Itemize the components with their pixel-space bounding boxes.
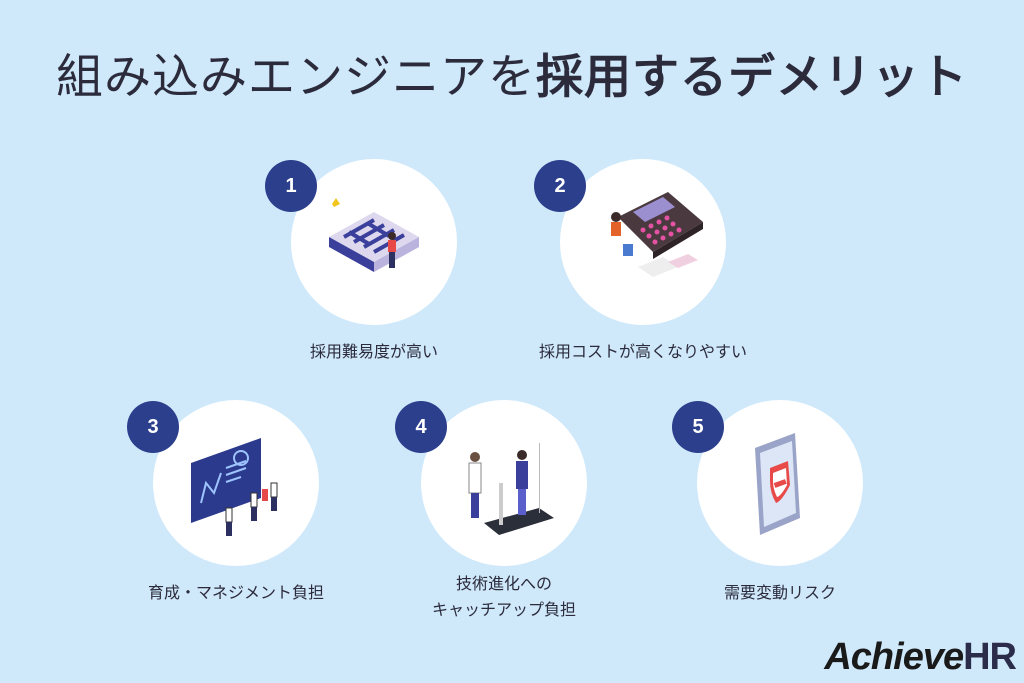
page-title: 組み込みエンジニアを採用するデメリット (56, 50, 968, 105)
item-2-illustration (560, 159, 726, 325)
achievehr-logo: AchieveHR (824, 636, 1017, 678)
item-4-label: 技術進化への キャッチアップ負担 (431, 574, 576, 619)
treadmill-icon (468, 443, 554, 535)
item-5-illustration (697, 400, 863, 566)
presentation-board-icon (191, 438, 278, 536)
item-4-number-badge: 4 (395, 401, 447, 453)
item-3-label: 育成・マネジメント負担 (147, 583, 324, 602)
phone-shield-icon (755, 433, 800, 535)
item-1-illustration (291, 159, 457, 325)
item-4-illustration (421, 400, 587, 566)
maze-icon (329, 198, 419, 272)
item-2-number-badge: 2 (534, 160, 586, 212)
item-3-number-badge: 3 (127, 401, 179, 453)
item-2-label: 採用コストが高くなりやすい (538, 342, 747, 361)
calculator-icon (611, 192, 703, 277)
item-3-illustration (153, 400, 319, 566)
item-5-number-badge: 5 (672, 401, 724, 453)
item-1-number-badge: 1 (265, 160, 317, 212)
item-1-label: 採用難易度が高い (309, 342, 438, 361)
item-5-label: 需要変動リスク (723, 583, 836, 602)
